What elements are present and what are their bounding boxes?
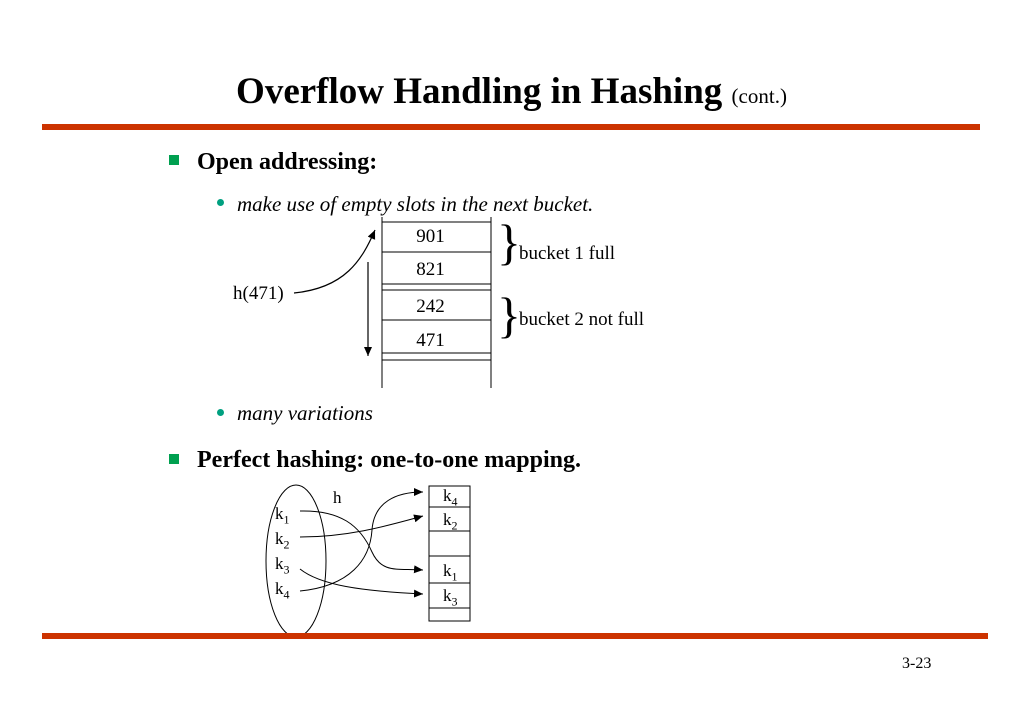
map-arrow-k3 xyxy=(299,568,424,598)
bottom-rule xyxy=(42,633,988,639)
table-entry: k2 xyxy=(443,510,458,533)
key-item: k3 xyxy=(275,554,290,577)
table-entry: k3 xyxy=(443,586,458,609)
slot-value: 901 xyxy=(416,226,445,247)
slot-box xyxy=(381,319,492,354)
page-number: 3-23 xyxy=(902,655,932,672)
open-addressing-bullet-2: many variations xyxy=(237,401,373,425)
slide-title: Overflow Handling in Hashing (cont.) xyxy=(0,70,1023,113)
top-rule xyxy=(42,124,980,130)
bucket-1-brace: } xyxy=(497,214,521,270)
key-item: k2 xyxy=(275,529,290,552)
slot-box xyxy=(381,251,492,285)
hash-function-label: h xyxy=(333,488,342,507)
open-addressing-bullet-1: make use of empty slots in the next buck… xyxy=(237,192,594,216)
slot-value: 471 xyxy=(416,330,445,351)
bullet-square-icon xyxy=(169,155,179,165)
open-addressing-heading: Open addressing: xyxy=(197,149,378,175)
map-arrow-k1 xyxy=(299,510,424,574)
map-arrow-k4 xyxy=(299,488,424,592)
key-item: k4 xyxy=(275,579,290,602)
slot-value: 242 xyxy=(416,296,445,317)
slot-value: 821 xyxy=(416,259,445,280)
bullet-square-icon xyxy=(169,454,179,464)
hash-curve-arrow xyxy=(293,229,376,294)
bullet-dot-icon xyxy=(217,409,224,416)
table-entry: k1 xyxy=(443,561,458,584)
perfect-hashing-heading: Perfect hashing: one-to-one mapping. xyxy=(197,447,581,473)
table-entry: k4 xyxy=(443,486,458,509)
perfect-table xyxy=(428,485,471,622)
map-arrow-k2 xyxy=(299,514,424,538)
slide-title-text: Overflow Handling in Hashing xyxy=(236,71,723,112)
slide-title-suffix: (cont.) xyxy=(731,84,787,108)
bullet-dot-icon xyxy=(217,199,224,206)
bucket-2-brace: } xyxy=(497,287,521,343)
bucket-1-label: bucket 1 full xyxy=(519,243,616,264)
key-item: k1 xyxy=(275,504,290,527)
hash-label: h(471) xyxy=(233,283,284,304)
bucket-2-label: bucket 2 not full xyxy=(519,309,645,330)
